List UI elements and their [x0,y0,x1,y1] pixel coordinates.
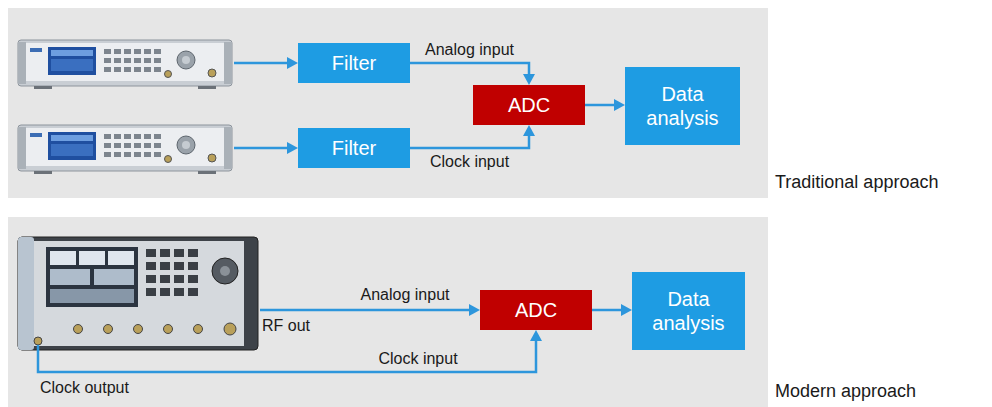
instrument-part [94,269,134,285]
instrument-part [212,258,238,284]
box-label: Filter [332,136,376,160]
signal-arrow [585,99,625,111]
signal-generator-clock [18,125,232,174]
instrument-part [108,251,134,265]
instrument-part [18,237,34,350]
instrument-part [104,325,113,334]
signal-wire [234,147,287,150]
instrument-part [34,241,244,346]
instrument-part [160,275,170,283]
instrument-part [146,249,156,257]
signal-label: Clock input [430,153,509,171]
box-label: ADC [508,93,550,117]
instrument-part [188,275,198,283]
connector-line [410,136,529,148]
signal-generator-analog [18,40,232,89]
instrument-part [50,269,90,285]
vector-signal-generator [18,237,258,350]
instrument-part [174,262,184,270]
instrument-part [188,288,198,296]
setup-panel: Modern approachADCData analysisAnalog in… [8,217,768,407]
instrument-part [160,249,170,257]
instrument-part [160,288,170,296]
arrow-head [614,99,625,111]
arrow-head [469,304,480,316]
instrument-part [224,323,236,335]
port-label: Clock input [378,350,457,368]
signal-label: Analog input [425,41,514,59]
connector-line [410,63,529,74]
connector-line [585,104,614,107]
instrument-part [174,249,184,257]
instrument-part [174,288,184,296]
approach-heading: Traditional approach [775,172,938,193]
setup-panel: Traditional approachFilterFilterADCData … [8,8,768,198]
instrument-part [50,251,76,265]
box-label: Data analysis [640,287,737,335]
instrument-part [50,289,134,303]
arrow-head [287,57,298,69]
instrument-part [188,262,198,270]
process-box: ADC [473,85,585,125]
arrow-head [621,304,632,316]
instrument-part [188,249,198,257]
process-box: Data analysis [625,67,740,145]
rf-wire [260,309,469,312]
signal-wire [234,62,287,65]
process-box: Filter [298,128,410,168]
approach-heading: Modern approach [775,381,916,402]
instrument-part [74,325,83,334]
instrument-part [134,325,143,334]
arrow-head [530,330,542,341]
clock-wire [38,341,536,372]
connector-line [592,309,621,312]
port-label: RF out [262,317,310,335]
process-box: Filter [298,43,410,83]
port-label: Clock output [40,379,129,397]
instrument-part [164,325,173,334]
signal-arrow [592,304,632,316]
instrument-part [220,266,230,276]
signal-arrow [410,63,535,85]
instrument-part [79,251,105,265]
instrument-part [146,288,156,296]
instrument-part [34,337,42,345]
port-label: Analog input [361,286,450,304]
signal-arrow [410,125,535,148]
instrument-part [174,275,184,283]
instrument-part [146,262,156,270]
box-label: ADC [515,298,557,322]
instrument-part [194,325,203,334]
process-box: Data analysis [632,272,745,350]
instrument-part [46,247,138,307]
box-label: Filter [332,51,376,75]
instrument-part [146,275,156,283]
arrow-head [287,142,298,154]
arrow-head [523,74,535,85]
box-label: Data analysis [633,82,732,130]
instrument-part [160,262,170,270]
arrow-head [523,125,535,136]
instrument-part [18,237,258,350]
process-box: ADC [480,290,592,330]
